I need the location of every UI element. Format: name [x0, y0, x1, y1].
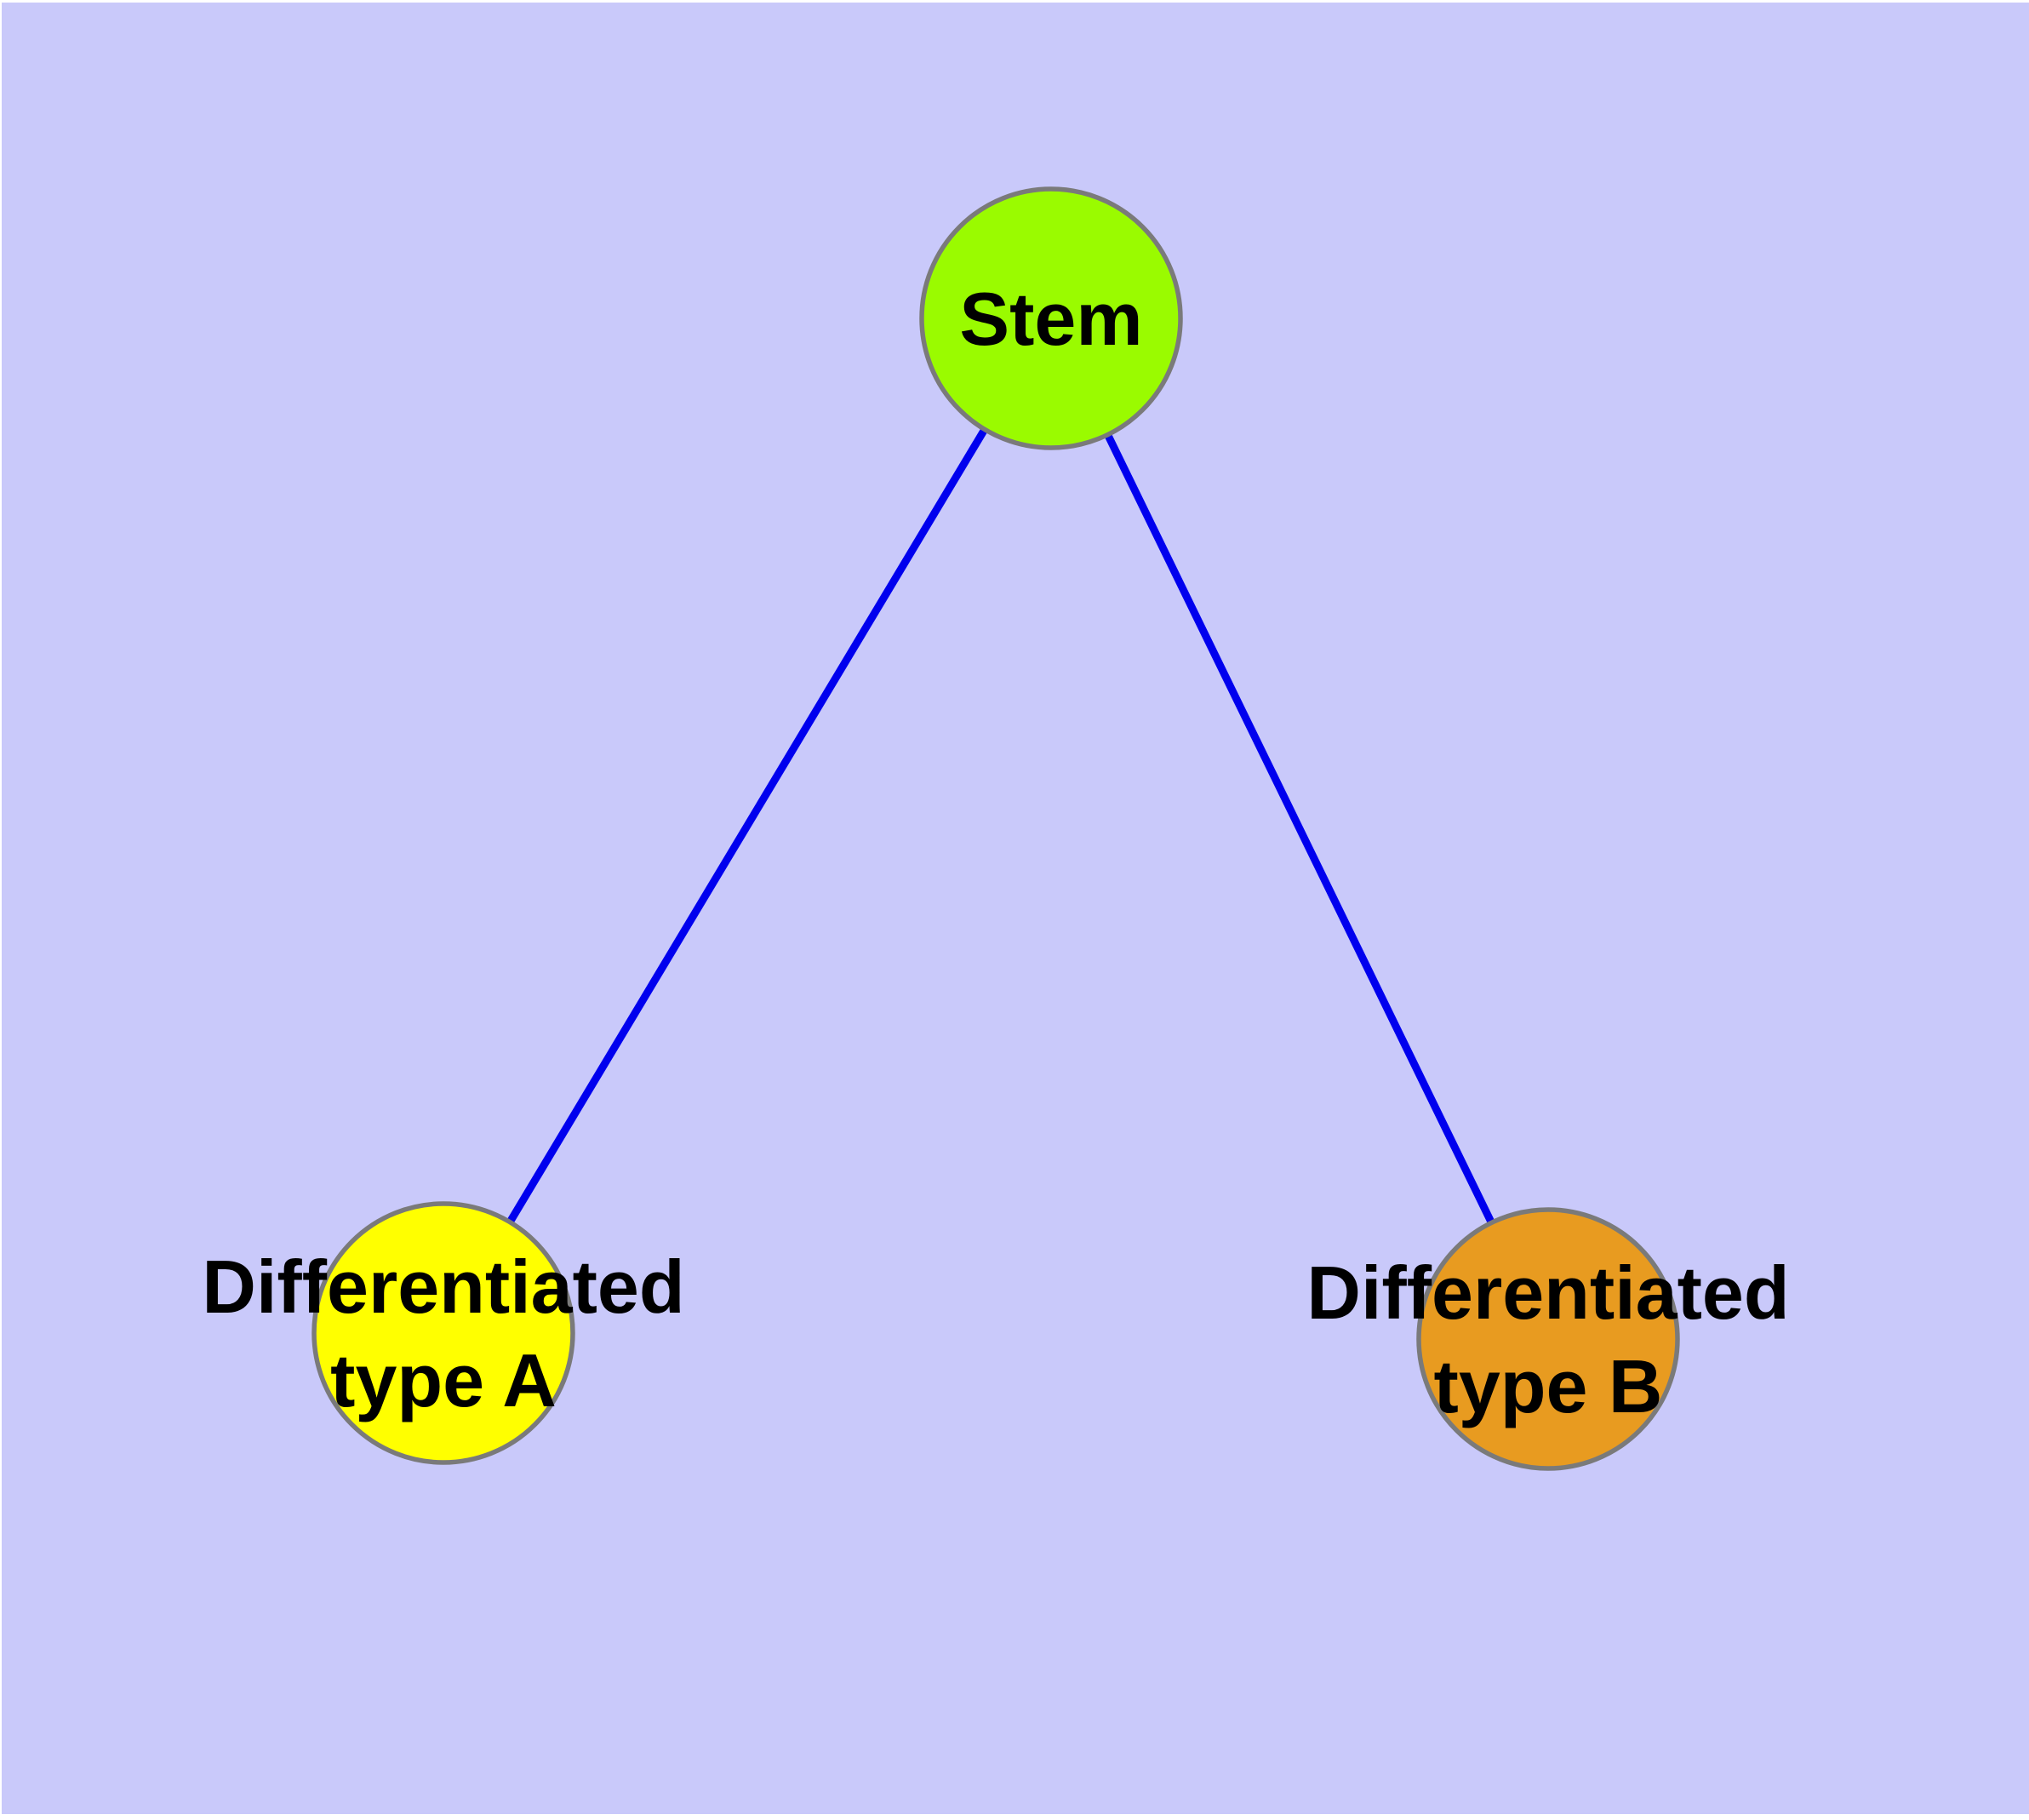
node-stem-label: Stem: [959, 277, 1142, 361]
node-type-b-label-line: type B: [1434, 1344, 1663, 1428]
node-type-a-label: Differentiated type A: [202, 1245, 684, 1422]
node-stem-circle: [919, 186, 1183, 450]
edges-layer: [440, 316, 1552, 1341]
edge-stem-to-type-b: [1047, 317, 1552, 1341]
node-type-a-label-line: type A: [330, 1338, 557, 1422]
node-stem-label-line: Stem: [959, 277, 1142, 361]
node-type-b-label-line: Differentiated: [1306, 1251, 1789, 1335]
node-type-b-circle: [1416, 1207, 1680, 1471]
nodes-layer: [311, 186, 1680, 1471]
node-type-b-label: Differentiated type B: [1306, 1251, 1789, 1428]
node-type-a-circle: [311, 1201, 575, 1465]
node-type-a-label-line: Differentiated: [202, 1245, 684, 1329]
edge-stem-to-type-a: [440, 316, 1055, 1336]
